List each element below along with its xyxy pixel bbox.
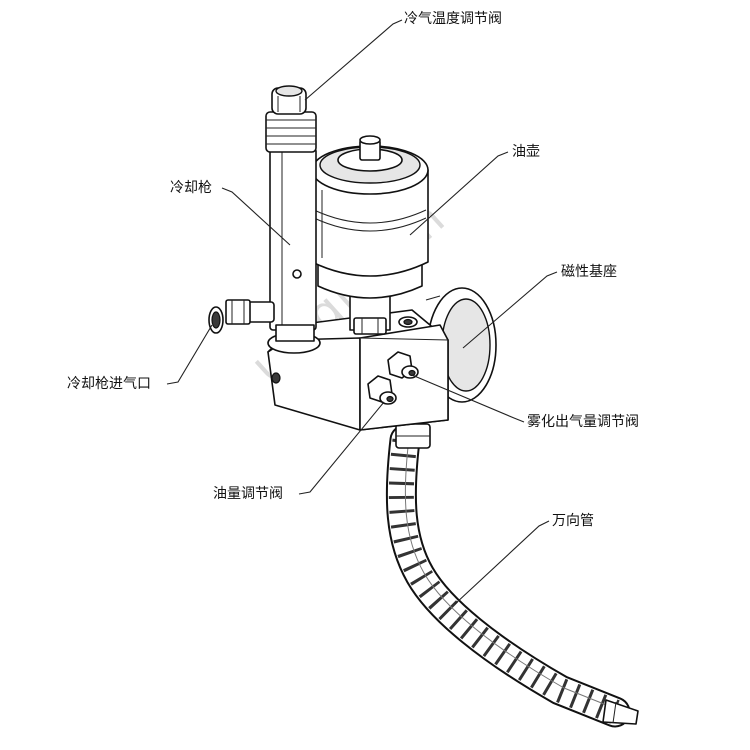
oil-valve-drawing [367, 375, 397, 405]
label-magnetic-base: 磁性基座 [561, 264, 617, 280]
cooling-gun-drawing [265, 85, 321, 354]
leader-cooling-gun [221, 187, 291, 246]
flexible-hose [385, 423, 639, 728]
leader-oil-valve [298, 401, 385, 495]
leader-air-inlet [166, 324, 213, 385]
leader-mist-valve [411, 374, 525, 423]
oil-pot-drawing [311, 135, 429, 335]
mist-valve-drawing [387, 351, 419, 379]
hose-nozzle [602, 699, 639, 725]
label-flexible-hose: 万向管 [552, 513, 594, 529]
leader-lines [166, 19, 558, 605]
label-mist-output-valve: 雾化出气量调节阀 [527, 414, 639, 430]
label-cooling-gun: 冷却枪 [170, 180, 212, 196]
leader-oil-pot [409, 151, 509, 236]
leader-flexible-hose [454, 520, 550, 605]
leader-cold-air-temp-valve [304, 19, 403, 101]
leader-magnetic-base [462, 271, 558, 349]
label-cold-air-temp-valve: 冷气温度调节阀 [404, 11, 502, 27]
label-oil-pot: 油壶 [512, 144, 540, 160]
air-inlet-fitting [208, 299, 275, 334]
label-cooling-gun-air-inlet: 冷却枪进气口 [67, 376, 151, 392]
label-oil-volume-valve: 油量调节阀 [213, 486, 283, 502]
